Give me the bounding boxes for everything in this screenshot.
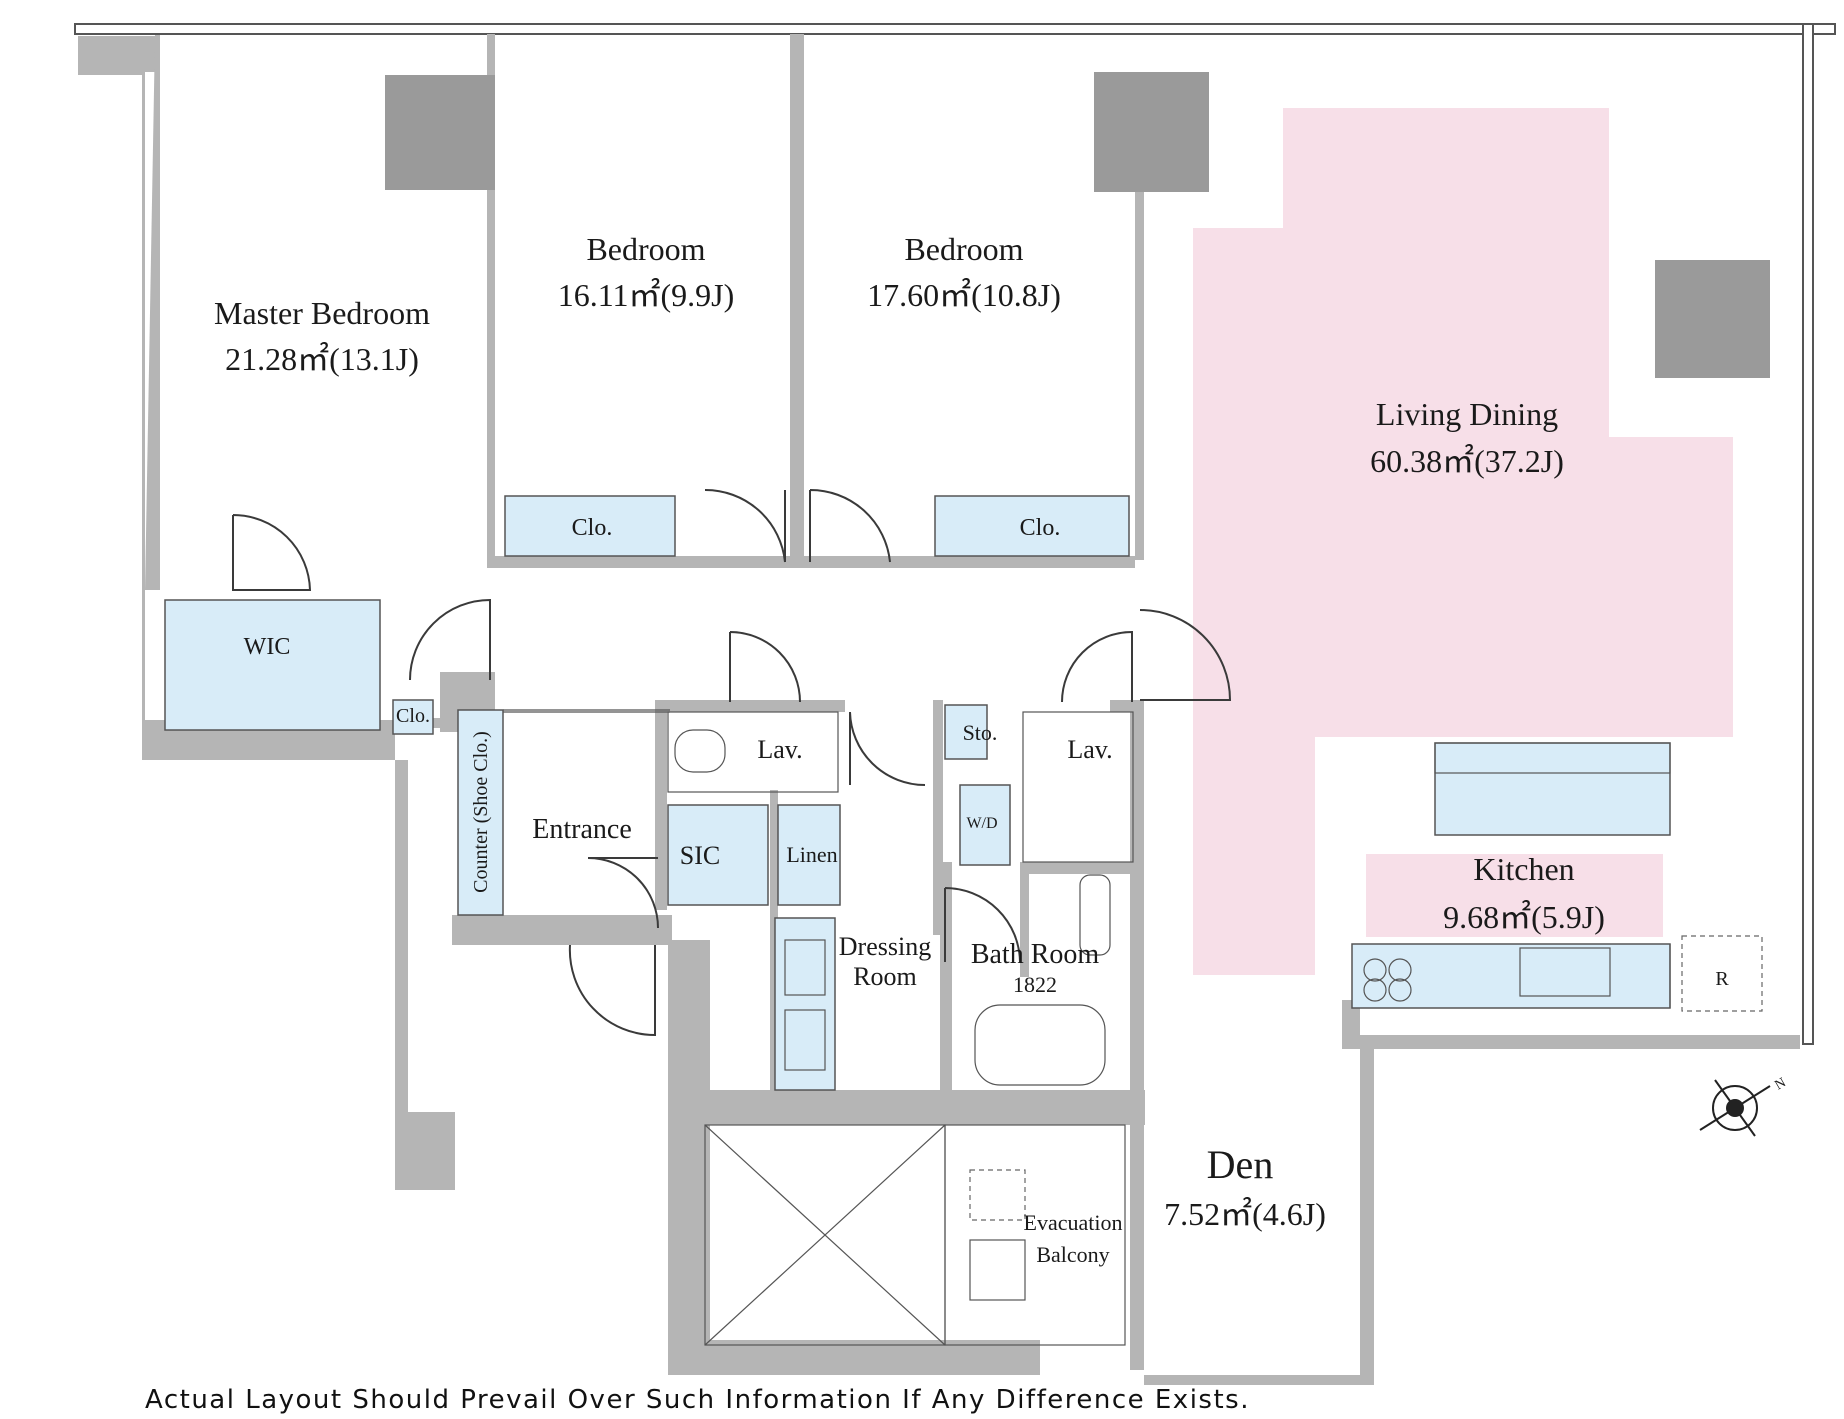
pillars (385, 72, 1770, 378)
door-swings (232, 488, 1232, 1037)
bedroom-2-area: 17.60㎡(10.8J) (867, 277, 1061, 313)
evacuation-balcony-line1: Evacuation (1024, 1210, 1123, 1235)
bath-room-size: 1822 (1013, 972, 1057, 997)
kitchen-name: Kitchen (1473, 851, 1574, 887)
refrigerator-label: R (1715, 968, 1729, 990)
washer-dryer-label: W/D (966, 815, 997, 832)
wic-label: WIC (244, 634, 291, 660)
room-lines (503, 709, 1763, 1346)
compass-north-label: N (1773, 1075, 1789, 1093)
shoe-counter-label: Counter (Shoe Clo.) (470, 731, 492, 893)
compass-icon (1699, 1079, 1771, 1137)
storage-areas (164, 495, 1671, 1091)
closet-1-label: Clo. (572, 515, 613, 541)
master-bedroom-area: 21.28㎡(13.1J) (225, 341, 419, 377)
bath-room-name: Bath Room (971, 939, 1100, 970)
kitchen-area: 9.68㎡(5.9J) (1443, 899, 1605, 935)
dressing-room-line1: Dressing (839, 932, 931, 961)
den-area: 7.52㎡(4.6J) (1164, 1196, 1326, 1232)
disclaimer-text: Actual Layout Should Prevail Over Such I… (145, 1385, 1250, 1415)
storage-label: Sto. (963, 720, 998, 745)
master-bedroom-name: Master Bedroom (214, 295, 430, 331)
evacuation-balcony-line2: Balcony (1036, 1242, 1109, 1267)
entrance-name: Entrance (532, 814, 632, 845)
exterior-wall (74, 23, 1836, 1190)
closet-3-label: Clo. (396, 705, 430, 727)
bedroom-1-area: 16.11㎡(9.9J) (558, 277, 735, 313)
lav-1-label: Lav. (757, 735, 802, 764)
living-dining-area: 60.38㎡(37.2J) (1370, 443, 1564, 479)
bedroom-1-name: Bedroom (586, 231, 705, 267)
living-dining-name: Living Dining (1376, 396, 1558, 432)
den-name: Den (1207, 1142, 1274, 1187)
closet-2-label: Clo. (1020, 515, 1061, 541)
dressing-room-line2: Room (853, 962, 917, 991)
linen-label: Linen (786, 842, 837, 867)
lav-2-label: Lav. (1067, 735, 1112, 764)
living-dining-zone (1193, 108, 1733, 975)
sic-label: SIC (680, 841, 720, 870)
bedroom-2-name: Bedroom (904, 231, 1023, 267)
